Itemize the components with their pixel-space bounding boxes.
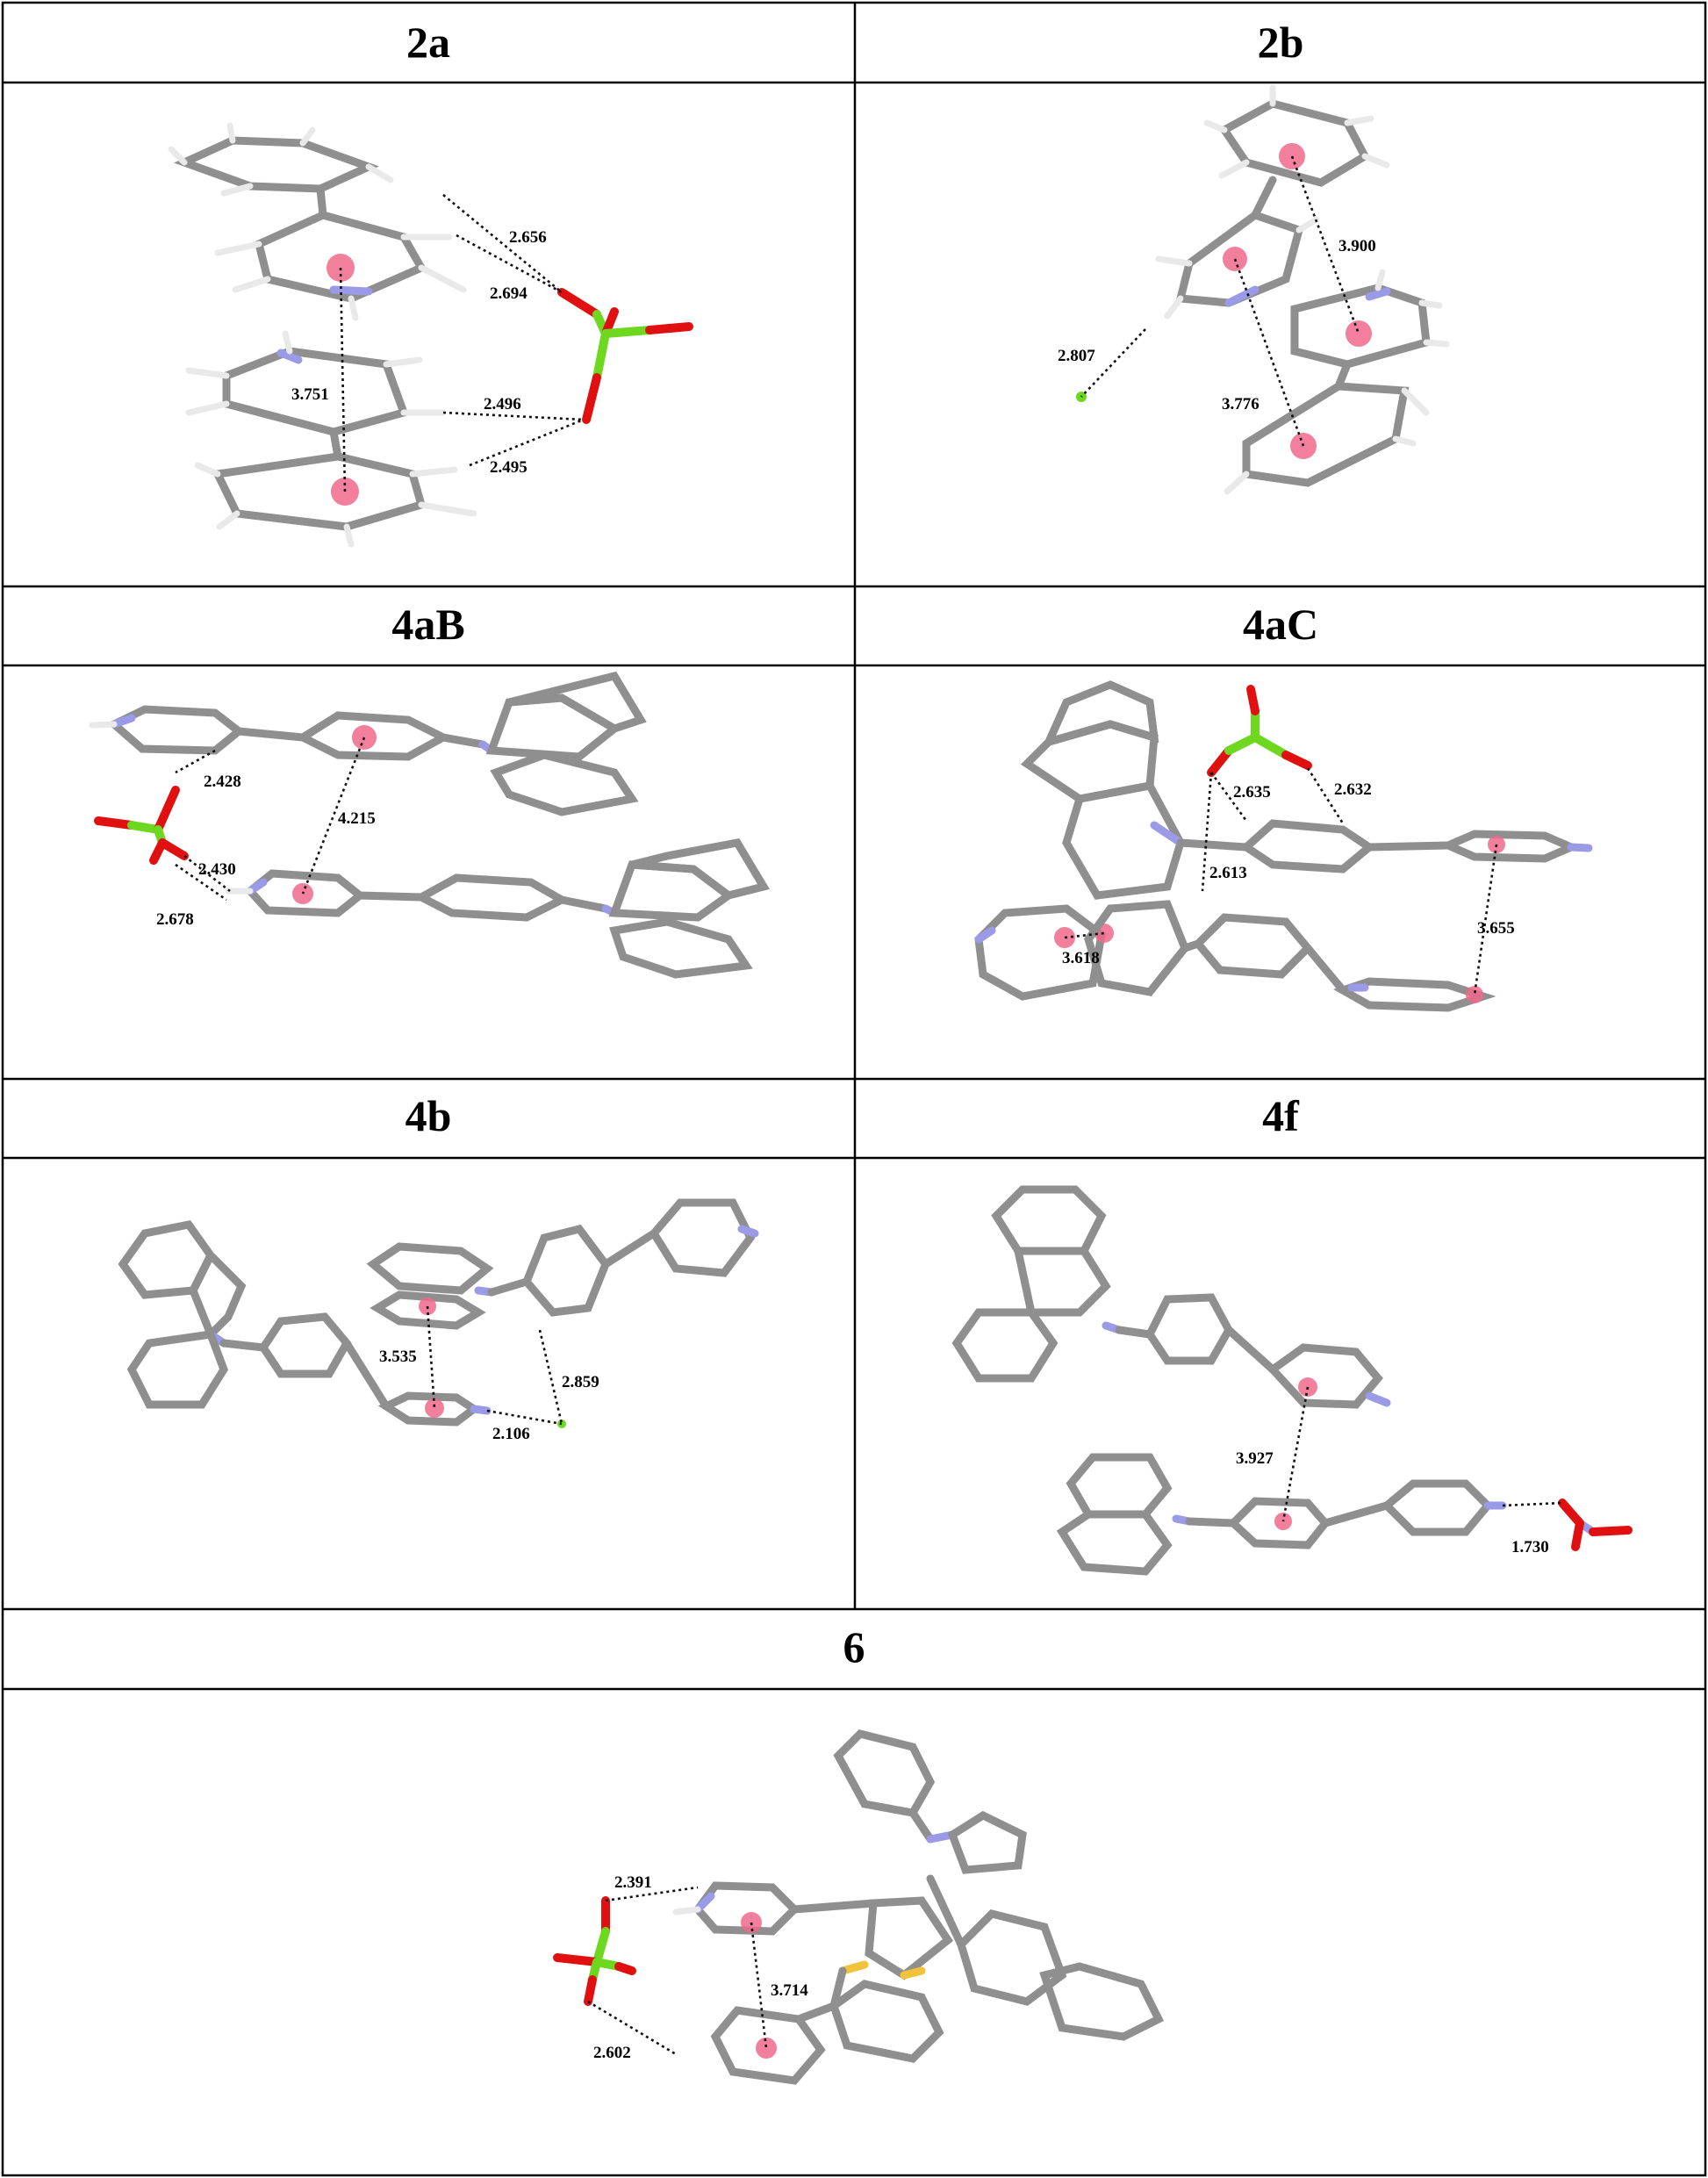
distance-label: 2.496 [484, 395, 521, 413]
panel-label-2a: 2a [406, 18, 450, 67]
molecule-4b: 3.535 2.859 2.106 [118, 1198, 759, 1443]
molecule-6: 2.391 3.714 2.602 [553, 1729, 1165, 2085]
distance-label: 2.635 [1233, 783, 1271, 801]
distance-label: 2.495 [490, 458, 527, 477]
distance-label: 2.428 [204, 773, 241, 791]
molecule-2b: 3.900 2.807 3.776 [1058, 84, 1450, 495]
distance-label: 2.613 [1209, 864, 1247, 882]
panel-label-4f: 4f [1262, 1091, 1300, 1140]
distance-label: 2.678 [156, 910, 194, 929]
distance-label: 2.694 [490, 284, 527, 303]
molecule-4aB: 2.428 4.215 2.430 2.678 [89, 671, 770, 979]
distance-label: 2.430 [198, 860, 236, 879]
panel-label-6: 6 [843, 1622, 865, 1671]
distance-label: 2.859 [562, 1373, 599, 1391]
distance-label: 2.656 [509, 228, 547, 247]
distance-label: 3.535 [379, 1348, 417, 1366]
distance-label: 3.714 [771, 1981, 808, 2000]
panel-label-4b: 4b [405, 1091, 452, 1140]
distance-label: 3.927 [1236, 1449, 1274, 1468]
distance-label: 2.391 [614, 1873, 652, 1892]
molecule-4aC: 2.635 2.632 2.613 3.618 3.655 [974, 680, 1593, 1012]
distance-label: 2.632 [1334, 780, 1372, 799]
panel-label-4aB: 4aB [391, 600, 464, 649]
distance-label: 2.807 [1058, 347, 1095, 365]
distance-label: 3.900 [1338, 237, 1376, 255]
panel-label-2b: 2b [1258, 18, 1304, 67]
panel-label-4aC: 4aC [1243, 600, 1318, 649]
distance-label: 3.751 [291, 385, 329, 404]
distance-label: 3.655 [1477, 919, 1515, 938]
distance-label: 2.106 [492, 1425, 530, 1443]
distance-label: 1.730 [1511, 1538, 1549, 1556]
distance-label: 3.618 [1062, 949, 1100, 967]
molecule-4f: 3.927 1.730 [951, 1185, 1633, 1576]
distance-label: 3.776 [1222, 395, 1259, 413]
distance-label: 2.602 [593, 2044, 631, 2062]
distance-label: 4.215 [338, 809, 376, 828]
molecule-2a: 2.656 2.694 3.751 2.496 2.495 [168, 122, 693, 548]
